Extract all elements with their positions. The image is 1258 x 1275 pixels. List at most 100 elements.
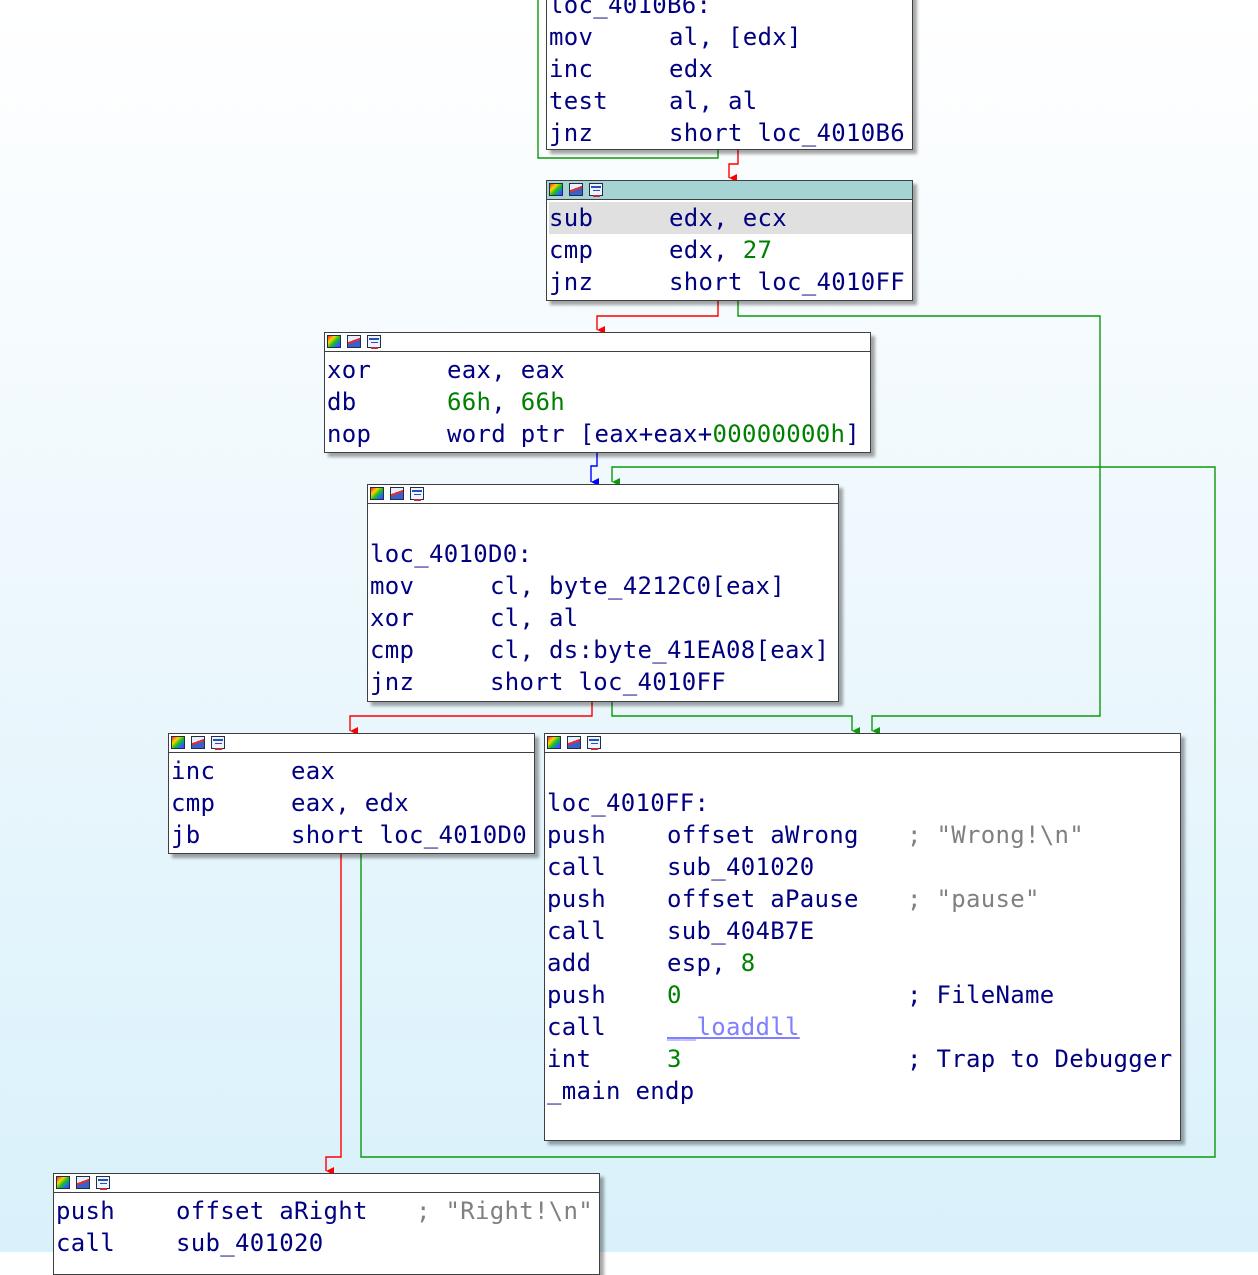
blank-line [370, 506, 838, 538]
node-header[interactable] [54, 1174, 599, 1193]
operand-text: short loc_4010B6 [669, 119, 905, 147]
group-nodes-icon[interactable] [589, 183, 603, 197]
external-symbol-link[interactable]: __loaddll [667, 1013, 800, 1041]
color-palette-icon[interactable] [171, 736, 185, 749]
instruction-line[interactable]: call__loaddll [547, 1011, 1180, 1043]
operand-text: , [491, 388, 521, 416]
edit-color-icon[interactable] [76, 1176, 90, 1189]
immediate-value: 00000000h [712, 420, 846, 448]
immediate-value: 66h [520, 388, 565, 416]
group-nodes-icon[interactable] [211, 736, 225, 750]
color-palette-icon[interactable] [547, 736, 561, 749]
group-nodes-icon[interactable] [367, 335, 381, 349]
node-header[interactable] [368, 485, 838, 504]
color-palette-icon[interactable] [56, 1176, 70, 1189]
operands: word ptr [eax+eax+00000000h] [447, 418, 860, 450]
node-header[interactable] [169, 734, 534, 753]
instruction-line[interactable]: xor eax, eax [327, 354, 870, 386]
color-palette-icon[interactable] [327, 335, 341, 348]
operands: short loc_4010B6 [669, 117, 905, 149]
edit-color-icon[interactable] [569, 183, 583, 196]
operand-text: cl, byte_4212C0[eax] [490, 572, 785, 600]
mnemonic: jnz [370, 668, 415, 696]
operands: edx, 27 [669, 234, 772, 266]
code-comment: ; "pause" [907, 885, 1040, 913]
operand-text: short loc_4010FF [669, 268, 905, 296]
operands: 0 [667, 979, 907, 1011]
immediate-value: 8 [740, 949, 756, 977]
operands: esp, 8 [667, 947, 756, 979]
code-label[interactable]: loc_4010B6: [549, 0, 712, 19]
edit-color-icon[interactable] [191, 736, 205, 749]
instruction-line[interactable]: cmp edx, 27 [549, 234, 912, 266]
operand-text: edx [669, 55, 714, 83]
code-label[interactable]: loc_4010FF: [547, 789, 710, 817]
node-header[interactable] [545, 734, 1180, 753]
code-comment: ; FileName [907, 981, 1055, 1009]
mnemonic: push [547, 981, 606, 1009]
operand-text: offset aWrong [667, 821, 859, 849]
mnemonic: xor [327, 356, 372, 384]
edit-color-icon[interactable] [347, 335, 361, 348]
color-palette-icon[interactable] [549, 183, 563, 196]
mnemonic: test [549, 87, 608, 115]
operand-text: ] [845, 420, 860, 448]
code-label[interactable]: loc_4010D0: [370, 540, 533, 568]
instruction-line[interactable]: push 0; FileName [547, 979, 1180, 1011]
mnemonic: mov [370, 572, 415, 600]
instruction-line[interactable]: mov cl, byte_4212C0[eax] [370, 570, 838, 602]
operand-text: edx, ecx [669, 204, 787, 232]
group-nodes-icon[interactable] [410, 487, 424, 501]
mnemonic: cmp [171, 789, 216, 817]
mnemonic: cmp [370, 636, 415, 664]
edge-sub-to-wrong [737, 300, 1101, 735]
code-label[interactable]: _main endp [547, 1077, 695, 1105]
edge-loop-to-inc [349, 701, 593, 735]
mnemonic: cmp [549, 236, 594, 264]
group-nodes-icon[interactable] [587, 736, 601, 750]
edge-sub-to-xor [596, 300, 719, 334]
edge-top-to-sub [728, 149, 739, 182]
group-nodes-icon[interactable] [96, 1176, 110, 1190]
node-header[interactable] [325, 333, 870, 352]
edit-color-icon[interactable] [567, 736, 581, 749]
operand-text: eax, eax [447, 356, 565, 384]
immediate-value: 27 [742, 236, 773, 264]
color-palette-icon[interactable] [370, 487, 384, 500]
node-header[interactable] [547, 181, 912, 200]
edit-color-icon[interactable] [390, 487, 404, 500]
